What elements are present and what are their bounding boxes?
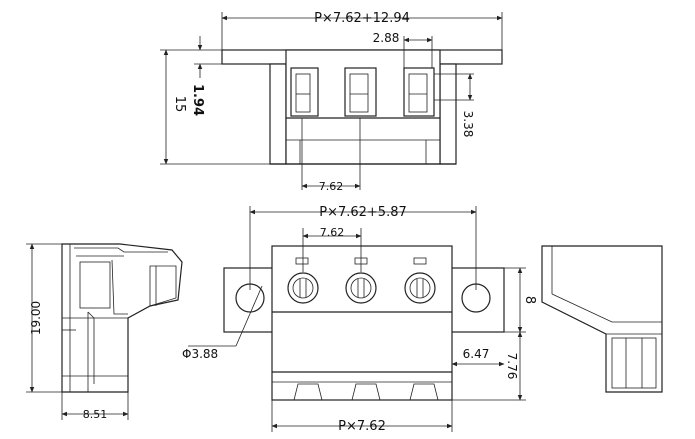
screw-1 <box>287 272 319 304</box>
top-view: P×7.62+12.94 2.88 15 1.94 3.38 7.62 <box>160 11 503 193</box>
screw-3 <box>404 272 436 304</box>
dim-top-slot-height: 3.38 <box>461 111 475 138</box>
dim-front-body: P×7.62 <box>338 419 386 434</box>
dim-top-overall: P×7.62+12.94 <box>314 11 410 26</box>
dim-front-mount: P×7.62+5.87 <box>319 205 407 220</box>
dim-top-pitch: 7.62 <box>319 180 344 193</box>
side-view: 19.00 8.51 <box>26 243 183 421</box>
rear-view <box>541 245 663 393</box>
dim-front-pitch: 7.62 <box>320 226 345 239</box>
top-left-ear <box>269 63 287 165</box>
dim-top-flange: 1.94 <box>190 84 205 116</box>
front-view: P×7.62+5.87 7.62 8 6.47 7.76 Φ3.88 P×7.6… <box>182 205 537 434</box>
front-body <box>271 245 453 401</box>
rear-body <box>541 245 663 393</box>
top-right-ear <box>439 63 457 165</box>
top-opening-3 <box>403 67 435 117</box>
dim-front-776: 7.76 <box>505 353 519 380</box>
dim-front-hole-offset: 6.47 <box>463 347 490 361</box>
dim-side-depth: 8.51 <box>83 408 108 421</box>
dim-front-8: 8 <box>522 296 537 304</box>
screw-2 <box>345 272 377 304</box>
top-body <box>285 49 441 165</box>
dim-top-height: 15 <box>172 96 187 113</box>
dim-front-hole-dia: Φ3.88 <box>182 347 218 361</box>
top-opening-2 <box>344 67 377 117</box>
dim-top-slot-width: 2.88 <box>373 31 400 45</box>
top-opening-1 <box>290 67 319 117</box>
dim-side-height: 19.00 <box>29 301 43 335</box>
